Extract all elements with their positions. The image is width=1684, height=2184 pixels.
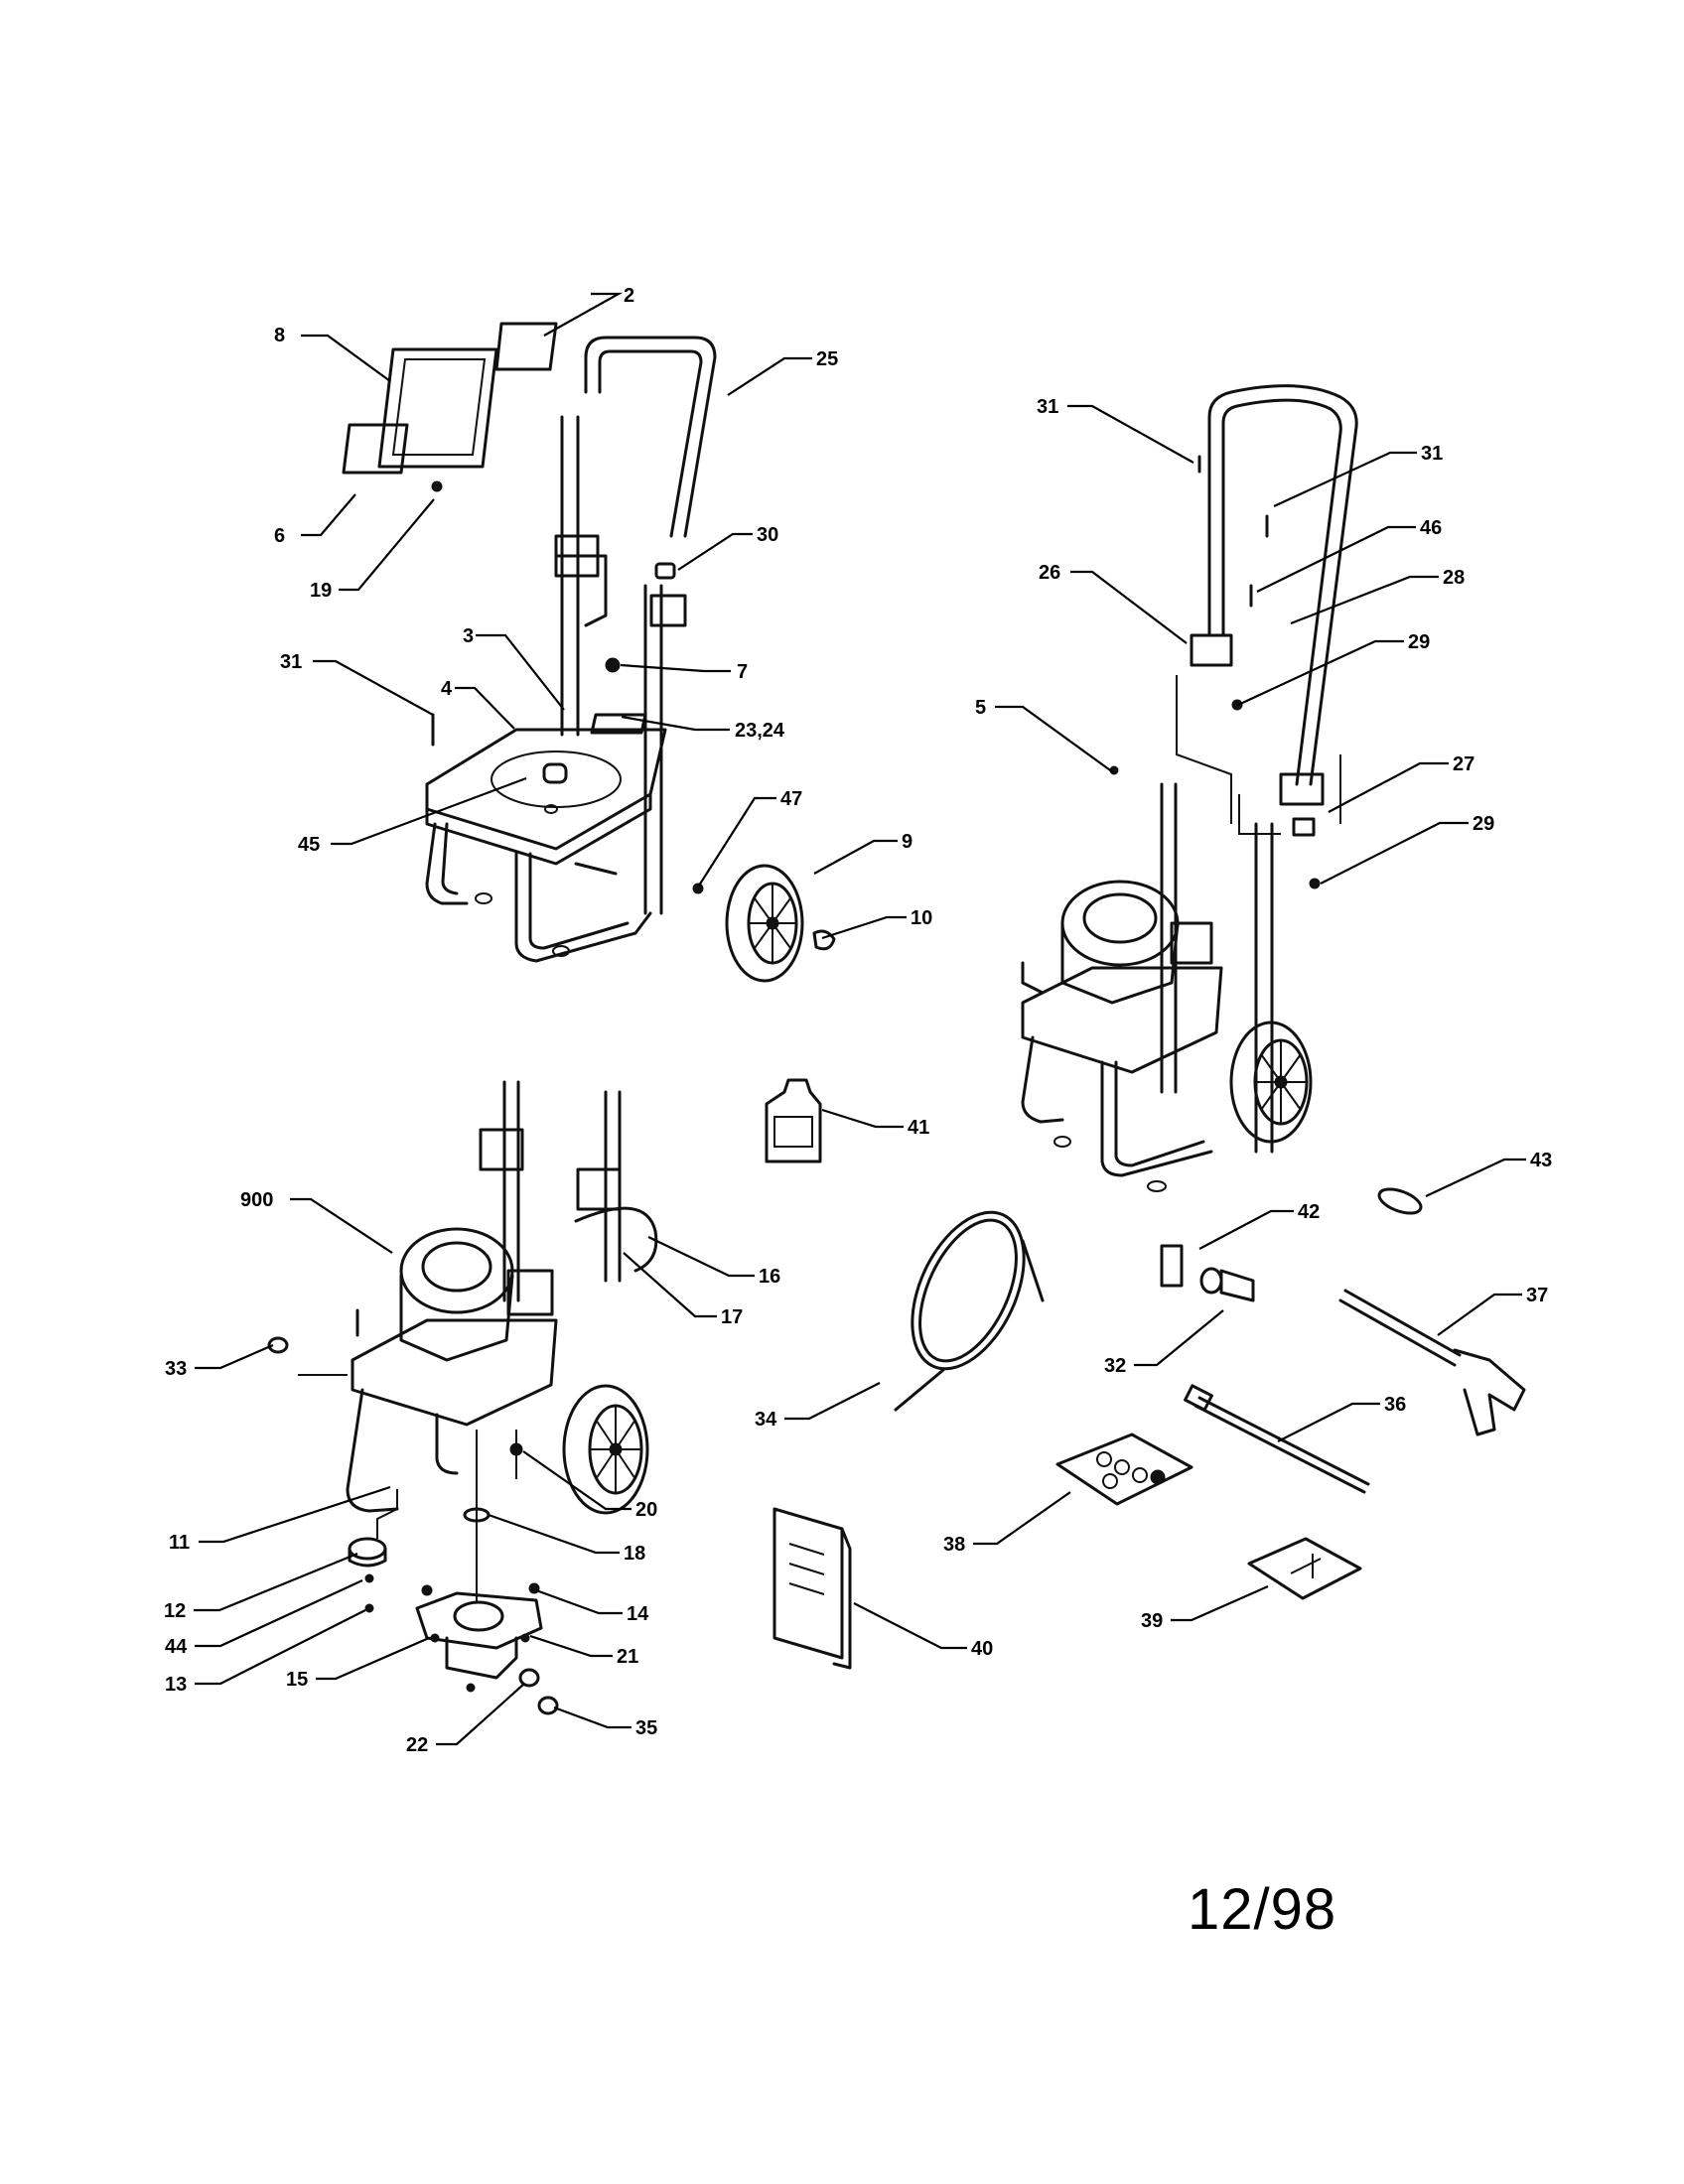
callout-34: 34 (755, 1409, 777, 1431)
callout-43: 43 (1530, 1150, 1552, 1171)
callout-36: 36 (1384, 1394, 1406, 1416)
callout-42: 42 (1298, 1201, 1320, 1223)
callout-8: 8 (274, 325, 285, 346)
callout-21: 21 (617, 1646, 638, 1668)
frame-assembly-top-left (342, 322, 836, 983)
callout-11: 11 (169, 1532, 190, 1554)
accessories (765, 1078, 1526, 1670)
callout-20: 20 (635, 1499, 657, 1521)
callout-16: 16 (759, 1266, 780, 1288)
callout-37: 37 (1526, 1285, 1548, 1306)
callout-31-left: 31 (1037, 396, 1058, 418)
callout-17: 17 (721, 1306, 743, 1328)
callout-33: 33 (165, 1358, 187, 1380)
callout-41: 41 (908, 1117, 929, 1139)
callout-29-upper: 29 (1408, 631, 1430, 653)
callout-29-lower: 29 (1473, 813, 1494, 835)
callout-39: 39 (1141, 1610, 1163, 1632)
callout-28: 28 (1443, 567, 1465, 589)
callout-15: 15 (286, 1669, 308, 1691)
callout-47: 47 (780, 788, 802, 810)
callout-900: 900 (240, 1189, 273, 1211)
callout-23-24: 23,24 (735, 720, 785, 742)
callout-25: 25 (816, 348, 838, 370)
callout-14: 14 (627, 1603, 649, 1625)
callout-45: 45 (298, 834, 320, 856)
callout-32: 32 (1104, 1355, 1126, 1377)
callout-31-frame: 31 (280, 651, 302, 673)
callout-4: 4 (441, 678, 453, 700)
diagram-date: 12/98 (1188, 1877, 1337, 1942)
callout-31-right: 31 (1421, 443, 1443, 465)
assembled-unit-top-right (1021, 384, 1358, 1192)
callout-3: 3 (463, 625, 474, 647)
callout-38: 38 (943, 1534, 965, 1556)
callout-35: 35 (635, 1717, 657, 1739)
callout-10: 10 (911, 907, 932, 929)
callout-19: 19 (310, 580, 332, 602)
callout-12: 12 (164, 1600, 186, 1622)
pump-engine-assembly (267, 1080, 658, 1715)
callout-6: 6 (274, 525, 285, 547)
callout-40: 40 (971, 1638, 993, 1660)
callout-30: 30 (757, 524, 778, 546)
callout-18: 18 (624, 1543, 645, 1565)
callout-13: 13 (165, 1674, 187, 1696)
callout-labels: 2 8 25 6 19 30 31 3 4 7 23,24 45 47 9 10… (164, 285, 1552, 1756)
callout-46: 46 (1420, 517, 1442, 539)
callout-22: 22 (406, 1734, 428, 1756)
callout-9: 9 (902, 831, 912, 853)
callout-27: 27 (1453, 753, 1474, 775)
callout-2: 2 (624, 285, 634, 307)
callout-26: 26 (1039, 562, 1060, 584)
callout-leaders (194, 292, 1526, 1746)
callout-44: 44 (165, 1636, 188, 1658)
callout-5: 5 (975, 697, 986, 719)
callout-7: 7 (737, 661, 748, 683)
